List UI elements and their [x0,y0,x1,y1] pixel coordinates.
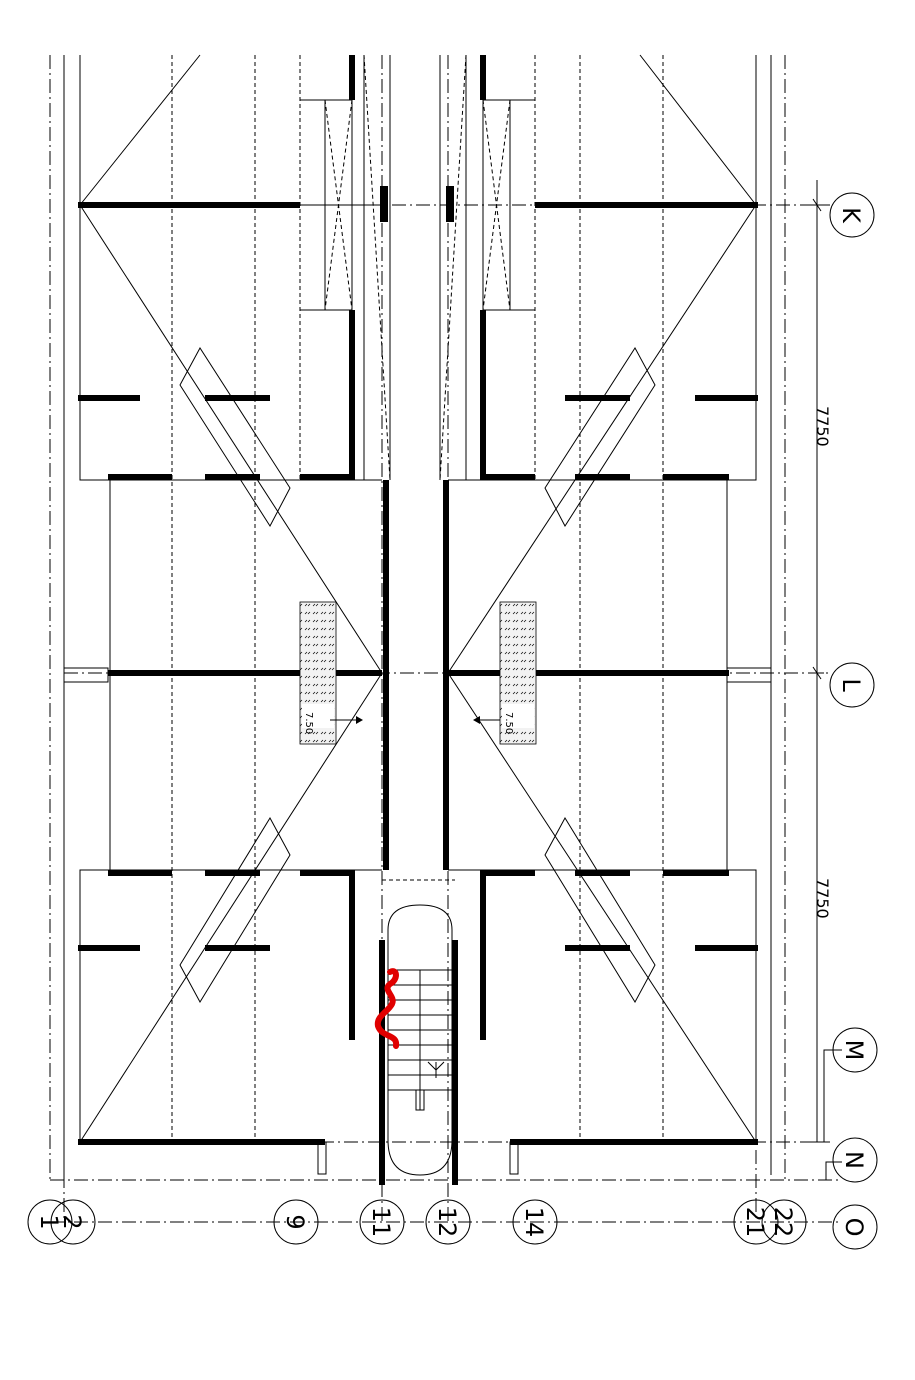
grid-label-14: 14 [520,1207,548,1238]
dimension-lower: 7750 [813,878,832,919]
diagonal-lines [79,54,757,1143]
red-markup [374,968,400,1049]
level-mark-left: 7.50 [303,712,314,734]
grid-label-21: 21 [741,1207,769,1238]
grid-label-1: 1 [35,1214,63,1229]
outer-boundary-lines [49,55,840,1181]
heavy-walls [78,55,758,1185]
balcony-stubs [63,667,772,1175]
grid-label-22: 22 [769,1207,797,1238]
dimension-lines [810,180,842,1180]
grid-label-12: 12 [433,1207,461,1238]
grid-label-11: 11 [367,1207,395,1238]
grid-label-m: M [840,1040,868,1061]
vertical-shafts [300,54,535,481]
grid-label-9: 9 [281,1214,309,1229]
vertical-grid-axes [63,55,757,1222]
level-mark-right: 7.50 [503,712,514,734]
grid-label-l: L [837,678,865,692]
dimension-upper: 7750 [813,406,832,447]
grid-label-k: K [837,207,865,224]
grid-bubbles-bottom [27,1199,807,1245]
grid-bubbles-right [829,192,878,1250]
grid-label-o: O [840,1218,868,1237]
outline-walls [79,55,757,1140]
staircase [382,879,455,1176]
level-annotations: 7.50 7.50 [303,712,514,734]
grid-label-n: N [840,1151,868,1169]
grid-label-2: 2 [58,1214,86,1229]
left-wing-dashed-lines [79,55,301,1140]
tilted-panels [179,347,656,1004]
right-wing-dashed-lines [534,55,757,1140]
